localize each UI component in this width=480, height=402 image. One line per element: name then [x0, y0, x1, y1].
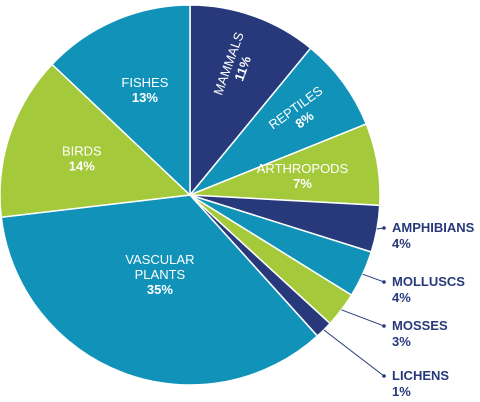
pct-birds: 14% — [69, 159, 95, 174]
leader-dot-lichens — [382, 374, 386, 378]
leader-dot-amphibians — [382, 226, 386, 230]
slice-birds — [0, 63, 192, 219]
label-vascular-plants-line-2: PLANTS — [135, 267, 186, 282]
label-birds: BIRDS — [62, 144, 102, 159]
pct-lichens: 1% — [392, 384, 411, 399]
label-lichens: LICHENS — [392, 368, 449, 383]
pct-vascular-plants: 35% — [147, 282, 173, 297]
label-fishes: FISHES — [121, 75, 168, 90]
pie-slices — [0, 4, 381, 386]
label-amphibians: AMPHIBIANS — [392, 220, 475, 235]
slice-fishes — [50, 4, 191, 197]
label-vascular-plants-line-1: VASCULAR — [125, 252, 194, 267]
label-mosses: MOSSES — [392, 318, 448, 333]
leader-dot-molluscs — [382, 280, 386, 284]
pct-arthropods: 7% — [293, 176, 312, 191]
leader-line-lichens — [323, 329, 385, 377]
label-arthropods: ARTHROPODS — [257, 161, 349, 176]
pct-molluscs: 4% — [392, 290, 411, 305]
slice-reptiles — [189, 47, 368, 196]
leader-line-molluscs — [362, 273, 385, 283]
slice-vascular-plants — [0, 194, 319, 386]
pct-mosses: 3% — [392, 334, 411, 349]
pct-amphibians: 4% — [392, 236, 411, 251]
pct-fishes: 13% — [132, 90, 158, 105]
label-molluscs: MOLLUSCS — [392, 274, 465, 289]
pie-labels: MAMMALS11%REPTILES8%ARTHROPODS7%AMPHIBIA… — [62, 30, 475, 399]
slice-mammals — [189, 4, 312, 198]
leader-line-mosses — [341, 309, 385, 327]
leader-dot-mosses — [382, 324, 386, 328]
